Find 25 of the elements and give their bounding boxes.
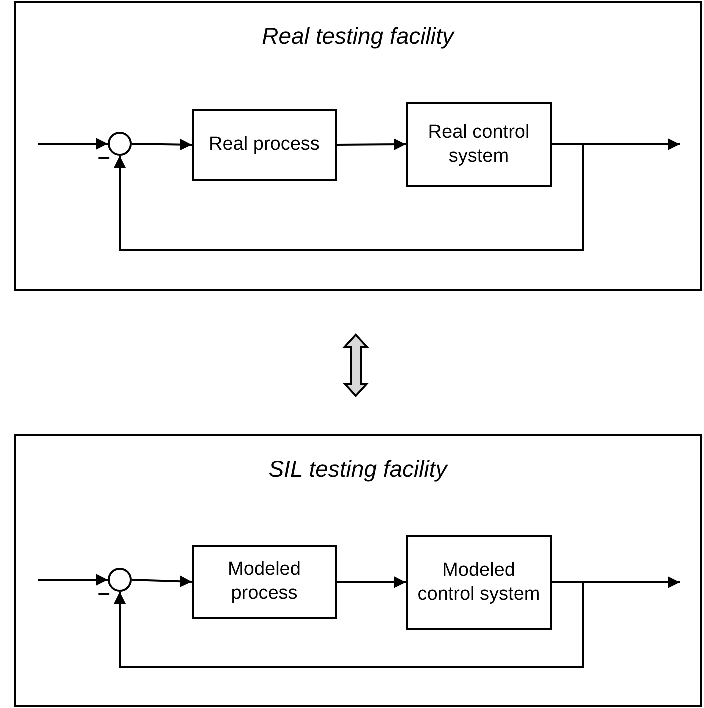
panel-title: Real testing facility [261, 23, 456, 50]
arrow [38, 574, 108, 586]
facility-panel [14, 434, 702, 707]
block-label: Modeled process [227, 558, 302, 606]
summing-junction [108, 132, 132, 156]
double-arrow [342, 334, 370, 398]
facility-panel [14, 1, 702, 291]
block-label: Real control system [427, 120, 531, 168]
process-block [192, 545, 337, 619]
arrow [132, 138, 192, 151]
minus-sign: – [98, 582, 110, 604]
arrow [114, 582, 584, 668]
process-block [406, 535, 552, 630]
summing-junction [108, 568, 132, 592]
process-block [192, 109, 337, 181]
arrow [114, 144, 584, 251]
minus-sign: – [98, 146, 110, 168]
arrow [337, 576, 406, 588]
arrow [337, 138, 406, 151]
arrow [38, 138, 108, 150]
block-label: Real process [209, 133, 320, 157]
process-block [406, 102, 552, 187]
arrow [132, 576, 192, 588]
panel-title: SIL testing facility [268, 456, 450, 483]
block-label: Modeled control system [416, 558, 542, 606]
